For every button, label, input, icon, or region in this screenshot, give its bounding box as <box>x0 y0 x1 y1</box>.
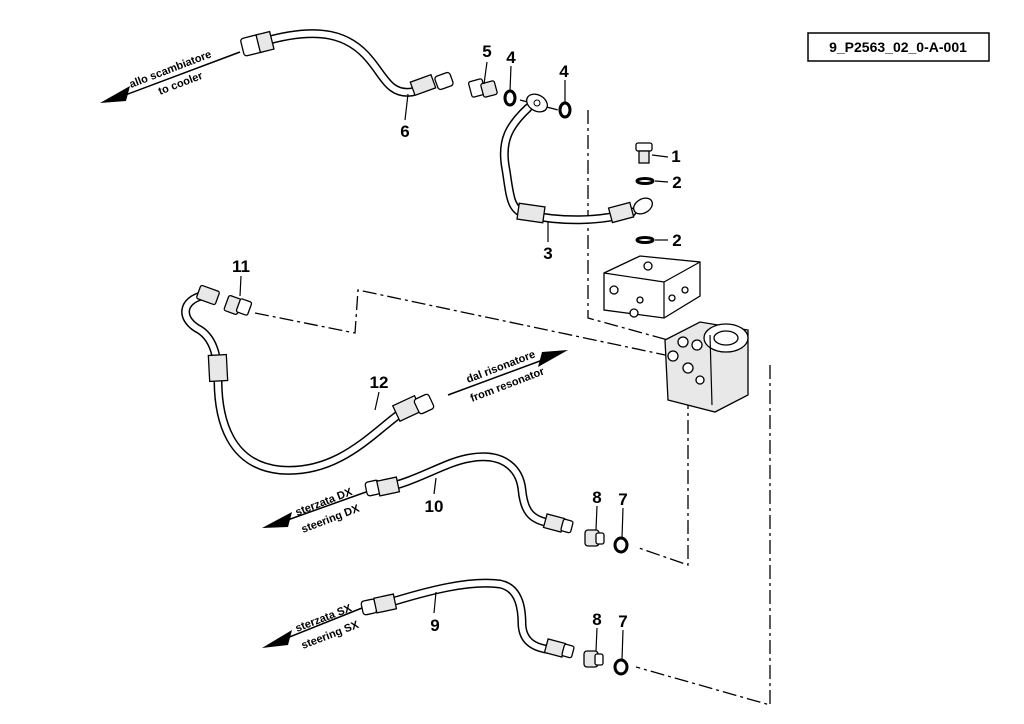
part-8-adapter-a <box>584 529 605 547</box>
part-2-washer-b <box>635 236 655 244</box>
callout-10: 10 <box>425 497 444 516</box>
to-cooler-arrow: allo scambiatore to cooler <box>100 48 241 103</box>
callout-2-b: 2 <box>672 231 681 250</box>
hose-12 <box>181 284 435 475</box>
callout-6: 6 <box>400 122 409 141</box>
part-7-seal-b <box>613 658 629 676</box>
callout-5: 5 <box>482 42 491 61</box>
hose-6 <box>240 29 454 97</box>
part-2-washer-a <box>635 177 655 185</box>
leader-lines <box>239 61 669 661</box>
callouts: 5 4 4 6 1 2 2 3 11 12 10 8 7 9 8 7 <box>232 42 682 635</box>
callout-11: 11 <box>232 257 250 276</box>
part-8-adapter-b <box>583 650 604 668</box>
callout-8-a: 8 <box>592 488 601 507</box>
from-resonator-arrow: dal risonatore from resonator <box>447 349 568 405</box>
connection-lines <box>254 99 771 706</box>
valve-block <box>603 255 701 319</box>
callout-9: 9 <box>430 616 439 635</box>
steering-unit <box>664 321 749 413</box>
steering-sx-arrow: sterzata SX steering SX <box>262 602 363 652</box>
hose-9 <box>360 578 575 659</box>
callout-7-b: 7 <box>618 612 627 631</box>
hose-10 <box>364 452 574 534</box>
callout-4-b: 4 <box>559 62 569 81</box>
callout-7-a: 7 <box>618 490 627 509</box>
part-5-adapter <box>467 78 498 98</box>
callout-12: 12 <box>370 373 389 392</box>
part-11-adapter <box>223 295 253 316</box>
callout-3: 3 <box>543 244 552 263</box>
steering-dx-arrow: sterzata DX steering DX <box>262 486 367 536</box>
part-4-oring-a <box>503 89 517 107</box>
callout-8-b: 8 <box>592 610 601 629</box>
callout-4-a: 4 <box>506 48 516 67</box>
part-4-oring-b <box>558 101 572 119</box>
callout-1: 1 <box>671 147 680 166</box>
callout-2-a: 2 <box>672 173 681 192</box>
reference-code-box: 9_P2563_02_0-A-001 <box>807 32 990 62</box>
reference-code: 9_P2563_02_0-A-001 <box>829 39 967 55</box>
hose-3 <box>499 93 653 225</box>
part-1-banjo-bolt <box>635 142 653 164</box>
part-7-seal-a <box>613 536 629 554</box>
